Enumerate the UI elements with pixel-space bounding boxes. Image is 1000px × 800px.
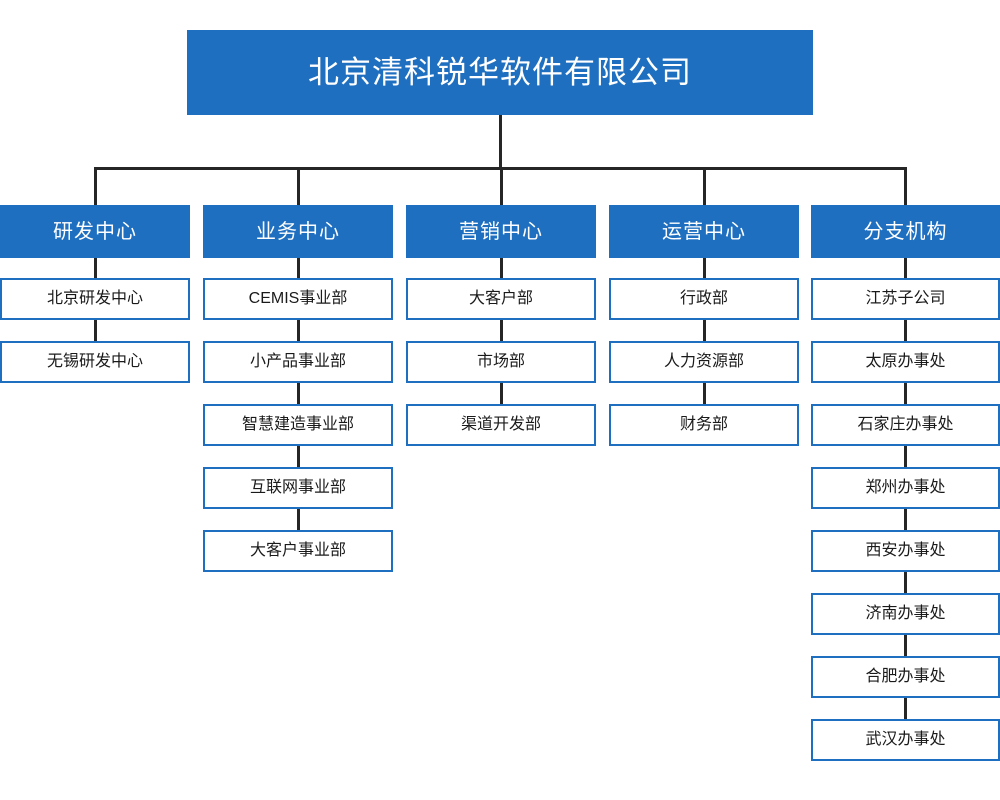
- header-node-5[interactable]: 分支机构: [811, 205, 1000, 258]
- connector-leaf-stem-3-2: [499, 320, 503, 341]
- leaf-node-5-3[interactable]: 石家庄办事处: [811, 404, 1000, 446]
- leaf-node-label: CEMIS事业部: [248, 290, 348, 307]
- connector-leaf-stem-3-3: [499, 383, 503, 404]
- leaf-node-4-2[interactable]: 人力资源部: [609, 341, 799, 383]
- leaf-node-2-5[interactable]: 大客户事业部: [203, 530, 393, 572]
- leaf-node-5-8[interactable]: 武汉办事处: [811, 719, 1000, 761]
- leaf-node-label: 大客户事业部: [249, 542, 346, 559]
- leaf-node-label: 济南办事处: [865, 605, 946, 622]
- leaf-node-label: 小产品事业部: [249, 353, 346, 370]
- connector-leaf-stem-5-5: [904, 509, 907, 530]
- connector-leaf-stem-2-3: [296, 383, 300, 404]
- connector-leaf-stem-4-3: [702, 383, 706, 404]
- connector-root-stem: [498, 115, 502, 170]
- leaf-node-label: 武汉办事处: [865, 731, 946, 748]
- connector-branch-drop-3: [499, 167, 503, 205]
- header-node-3[interactable]: 营销中心: [406, 205, 596, 258]
- leaf-node-4-1[interactable]: 行政部: [609, 278, 799, 320]
- leaf-node-3-3[interactable]: 渠道开发部: [406, 404, 596, 446]
- leaf-node-2-2[interactable]: 小产品事业部: [203, 341, 393, 383]
- connector-leaf-stem-1-2: [93, 320, 97, 341]
- header-node-label: 运营中心: [662, 220, 746, 243]
- leaf-node-label: 人力资源部: [663, 353, 744, 370]
- leaf-node-2-1[interactable]: CEMIS事业部: [203, 278, 393, 320]
- connector-leaf-stem-5-6: [904, 572, 907, 593]
- connector-leaf-stem-5-1: [904, 258, 907, 278]
- leaf-node-label: 财务部: [679, 416, 728, 433]
- leaf-node-5-5[interactable]: 西安办事处: [811, 530, 1000, 572]
- leaf-node-label: 智慧建造事业部: [241, 416, 354, 433]
- connector-leaf-stem-5-3: [904, 383, 907, 404]
- connector-leaf-stem-5-8: [904, 698, 907, 719]
- leaf-node-5-2[interactable]: 太原办事处: [811, 341, 1000, 383]
- connector-leaf-stem-5-2: [904, 320, 907, 341]
- leaf-node-label: 石家庄办事处: [857, 416, 954, 433]
- connector-branch-drop-2: [296, 167, 300, 205]
- connector-branch-drop-1: [93, 167, 97, 205]
- connector-leaf-stem-2-2: [296, 320, 300, 341]
- root-node-company[interactable]: 北京清科锐华软件有限公司: [187, 30, 813, 115]
- leaf-node-label: 大客户部: [468, 290, 533, 307]
- connector-leaf-stem-3-1: [499, 258, 503, 278]
- connector-branch-drop-5: [904, 167, 907, 205]
- leaf-node-label: 郑州办事处: [865, 479, 946, 496]
- leaf-node-label: 互联网事业部: [249, 479, 346, 496]
- leaf-node-label: 江苏子公司: [865, 290, 946, 307]
- header-node-label: 营销中心: [459, 220, 543, 243]
- leaf-node-5-6[interactable]: 济南办事处: [811, 593, 1000, 635]
- connector-branch-drop-4: [702, 167, 706, 205]
- leaf-node-2-4[interactable]: 互联网事业部: [203, 467, 393, 509]
- header-node-label: 研发中心: [53, 220, 137, 243]
- connector-leaf-stem-2-1: [296, 258, 300, 278]
- leaf-node-4-3[interactable]: 财务部: [609, 404, 799, 446]
- leaf-node-5-4[interactable]: 郑州办事处: [811, 467, 1000, 509]
- header-node-2[interactable]: 业务中心: [203, 205, 393, 258]
- root-node-label: 北京清科锐华软件有限公司: [308, 55, 692, 90]
- connector-leaf-stem-5-4: [904, 446, 907, 467]
- leaf-node-label: 市场部: [476, 353, 525, 370]
- header-node-label: 业务中心: [256, 220, 340, 243]
- connector-leaf-stem-4-2: [702, 320, 706, 341]
- leaf-node-label: 太原办事处: [865, 353, 946, 370]
- header-node-1[interactable]: 研发中心: [0, 205, 190, 258]
- leaf-node-3-1[interactable]: 大客户部: [406, 278, 596, 320]
- leaf-node-label: 西安办事处: [865, 542, 946, 559]
- connector-leaf-stem-4-1: [702, 258, 706, 278]
- header-node-4[interactable]: 运营中心: [609, 205, 799, 258]
- leaf-node-2-3[interactable]: 智慧建造事业部: [203, 404, 393, 446]
- connector-leaf-stem-5-7: [904, 635, 907, 656]
- leaf-node-label: 行政部: [679, 290, 728, 307]
- leaf-node-5-1[interactable]: 江苏子公司: [811, 278, 1000, 320]
- connector-leaf-stem-2-5: [296, 509, 300, 530]
- leaf-node-1-1[interactable]: 北京研发中心: [0, 278, 190, 320]
- header-node-label: 分支机构: [863, 220, 948, 243]
- leaf-node-label: 北京研发中心: [46, 290, 143, 307]
- connector-leaf-stem-2-4: [296, 446, 300, 467]
- leaf-node-label: 渠道开发部: [460, 416, 541, 433]
- leaf-node-1-2[interactable]: 无锡研发中心: [0, 341, 190, 383]
- leaf-node-3-2[interactable]: 市场部: [406, 341, 596, 383]
- connector-leaf-stem-1-1: [93, 258, 97, 278]
- leaf-node-5-7[interactable]: 合肥办事处: [811, 656, 1000, 698]
- leaf-node-label: 无锡研发中心: [46, 353, 143, 370]
- leaf-node-label: 合肥办事处: [865, 668, 946, 685]
